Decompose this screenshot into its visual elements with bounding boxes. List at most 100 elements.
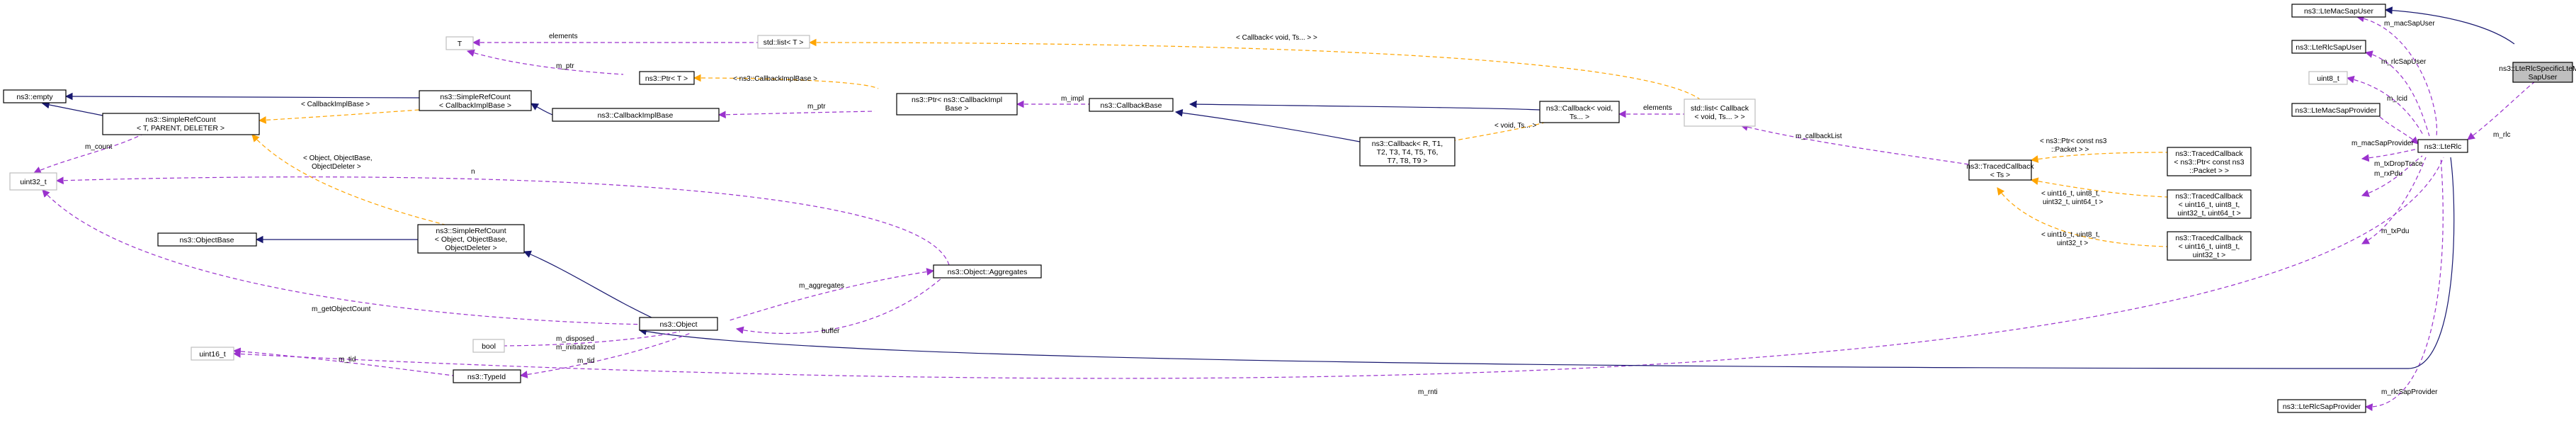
node-simple-ref-count-callback-impl-base[interactable]: ns3::SimpleRefCount < CallbackImplBase > (419, 90, 532, 111)
node-callback-r[interactable]: ns3::Callback< R, T1, T2, T3, T4, T5, T6… (1359, 137, 1456, 167)
node-label: ns3::empty (16, 93, 53, 101)
node-simple-ref-count-object[interactable]: ns3::SimpleRefCount < Object, ObjectBase… (417, 224, 525, 254)
node-label-line-3: uint32_t > (2193, 251, 2225, 259)
node-type-id[interactable]: ns3::TypeId (453, 369, 521, 383)
node-label-line-2: < uint16_t, uint8_t, (2179, 201, 2240, 209)
node-lte-mac-sap-user[interactable]: ns3::LteMacSapUser (2291, 4, 2386, 18)
edge-label-u16-64-2: uint32_t, uint64_t > (2043, 198, 2104, 206)
node-callback-impl-base[interactable]: ns3::CallbackImplBase (552, 108, 720, 122)
node-uint8[interactable]: uint8_t (2308, 71, 2348, 85)
node-label-line-1: ns3::SimpleRefCount (440, 93, 510, 101)
edge-label-callback-void-ts: < Callback< void, Ts... > > (1236, 34, 1317, 42)
edge-label-elements-t: elements (549, 33, 578, 40)
edge-m-tid-typeid (232, 347, 454, 376)
node-callback-void-ts[interactable]: ns3::Callback< void, Ts... > (1539, 101, 1620, 123)
edge-label-ptr-packet-2: ::Packet > > (2051, 146, 2089, 154)
node-label-line-2: < void, Ts... > > (1694, 113, 1744, 121)
node-traced-callback-ts[interactable]: ns3::TracedCallback < Ts > (1966, 159, 2034, 181)
edge-inherit-cbbase-void (1188, 100, 1541, 111)
node-traced-callback-u16-u64[interactable]: ns3::TracedCallback < uint16_t, uint8_t,… (2167, 189, 2252, 219)
edge-label-mptr-cbimpl: m_ptr (807, 103, 826, 111)
node-t[interactable]: T (446, 36, 474, 50)
edge-template-cbimpl (258, 109, 420, 124)
edge-m-count (33, 134, 142, 174)
node-lte-rlc-sap-provider[interactable]: ns3::LteRlcSapProvider (2277, 399, 2366, 413)
node-object[interactable]: ns3::Object (639, 317, 718, 331)
node-label-line-3: ::Packet > > (2189, 167, 2229, 175)
node-ptr-t[interactable]: ns3::Ptr< T > (639, 71, 695, 85)
node-label-line-2: < CallbackImplBase > (439, 101, 511, 110)
node-std-list-t[interactable]: std::list< T > (757, 35, 810, 49)
node-label-line-1: ns3::TracedCallback (2175, 234, 2243, 242)
node-label-line-2: T2, T3, T4, T5, T6, (1377, 148, 1439, 157)
node-uint16[interactable]: uint16_t (191, 347, 234, 361)
node-label-line-1: ns3::TracedCallback (2175, 192, 2243, 201)
edge-label-cb-impl-base-1: < CallbackImplBase > (301, 101, 370, 108)
edge-template-obj (251, 134, 454, 227)
node-label: ns3::Object::Aggregates (948, 268, 1028, 276)
edge-label-m-tid-object: m_tid (577, 357, 594, 365)
node-label-line-2: Ts... > (1570, 113, 1589, 121)
edge-inherit-empty-t (41, 101, 103, 116)
node-ptr-callback-impl-base[interactable]: ns3::Ptr< ns3::CallbackImpl Base > (896, 93, 1018, 116)
edge-label-m-lcid: m_lcid (2387, 95, 2407, 103)
node-label-line-2: < T, PARENT, DELETER > (137, 124, 225, 133)
edge-label-m-callbacklist: m_callbackList (1795, 133, 1842, 140)
node-label: uint16_t (199, 350, 225, 359)
edge-inherit-macsapuser (2384, 6, 2515, 45)
edge-label-buffer: buffer (822, 327, 840, 335)
node-label: bool (482, 342, 496, 351)
edge-m-aggregates (729, 268, 935, 321)
node-label-line-2: < uint16_t, uint8_t, (2179, 242, 2240, 251)
edge-label-m-initialized: m_initialized (556, 344, 595, 352)
edge-mptr-t (466, 49, 624, 75)
node-label-line-1: std::list< Callback (1691, 104, 1749, 113)
node-lte-mac-sap-provider[interactable]: ns3::LteMacSapProvider (2291, 103, 2381, 117)
edge-label-m-impl: m_impl (1061, 95, 1084, 103)
node-ns3-empty[interactable]: ns3::empty (3, 89, 67, 103)
node-label-line-1: ns3::Ptr< ns3::CallbackImpl (912, 96, 1002, 104)
edge-m-rlcsapprovider (2364, 157, 2444, 412)
node-lte-rlc-specific-lte-mac-sap-user[interactable]: ns3::LteRlcSpecificLteMac SapUser (2499, 62, 2576, 83)
node-label: ns3::LteMacSapProvider (2296, 106, 2377, 115)
node-label: ns3::Ptr< T > (645, 74, 688, 83)
edge-label-m-rlcsapprovider: m_rlcSapProvider (2381, 388, 2438, 396)
node-std-list-callback[interactable]: std::list< Callback < void, Ts... > > (1684, 99, 1756, 127)
edge-m-txdroptrace (2361, 148, 2419, 162)
edge-m-lcid (2346, 75, 2424, 137)
node-label-line-2: Base > (946, 104, 969, 113)
node-bool[interactable]: bool (472, 339, 505, 353)
edge-template-ptr-t (693, 74, 879, 89)
edge-inherit-object-lterlc (638, 157, 2455, 369)
edge-label-m-aggregates: m_aggregates (799, 282, 844, 290)
edge-template-ptr (2030, 152, 2168, 163)
node-label: std::list< T > (764, 38, 804, 47)
node-label-line-2: < Object, ObjectBase, (435, 235, 507, 244)
node-lte-rlc[interactable]: ns3::LteRlc (2417, 139, 2468, 153)
edge-m-rxpdu (2361, 155, 2423, 197)
edge-label-m-rxpdu: m_rxPdu (2374, 170, 2402, 178)
node-label-line-1: ns3::TracedCallback (1966, 162, 2034, 171)
node-object-base[interactable]: ns3::ObjectBase (157, 232, 257, 247)
node-traced-callback-u16-u32[interactable]: ns3::TracedCallback < uint16_t, uint8_t,… (2167, 231, 2252, 261)
edge-mptr-cbimpl (717, 111, 875, 119)
nodes: ns3::LteMacSapUser ns3::LteRlcSapUser ui… (3, 4, 2576, 413)
edge-label-m-rnti: m_rnti (1418, 388, 1438, 396)
edge-m-macsapprovider (2376, 113, 2419, 145)
node-label-line-1: ns3::Callback< void, (1546, 104, 1613, 113)
edge-label-m-macsapuser: m_macSapUser (2384, 20, 2435, 28)
node-uint32[interactable]: uint32_t (9, 172, 57, 191)
node-label-line-1: ns3::Callback< R, T1, (1372, 140, 1443, 148)
edge-m-rnti (232, 157, 2444, 379)
node-simple-ref-count-t[interactable]: ns3::SimpleRefCount < T, PARENT, DELETER… (102, 113, 260, 135)
node-lte-rlc-sap-user[interactable]: ns3::LteRlcSapUser (2291, 40, 2366, 54)
node-traced-callback-ptr-packet[interactable]: ns3::TracedCallback < ns3::Ptr< const ns… (2167, 147, 2252, 176)
edge-label-u16-32-2: uint32_t > (2057, 240, 2088, 247)
node-object-aggregates[interactable]: ns3::Object::Aggregates (933, 264, 1042, 279)
node-callback-base[interactable]: ns3::CallbackBase (1089, 98, 1174, 112)
node-label: uint32_t (20, 178, 46, 186)
node-label: uint8_t (2317, 74, 2339, 83)
edge-label-u16-64-1: < uint16_t, uint8_t, (2041, 190, 2100, 198)
edge-label-m-macsapprovider: m_macSapProvider (2351, 140, 2414, 147)
edge-label-mptr-t: m_ptr (556, 62, 574, 70)
